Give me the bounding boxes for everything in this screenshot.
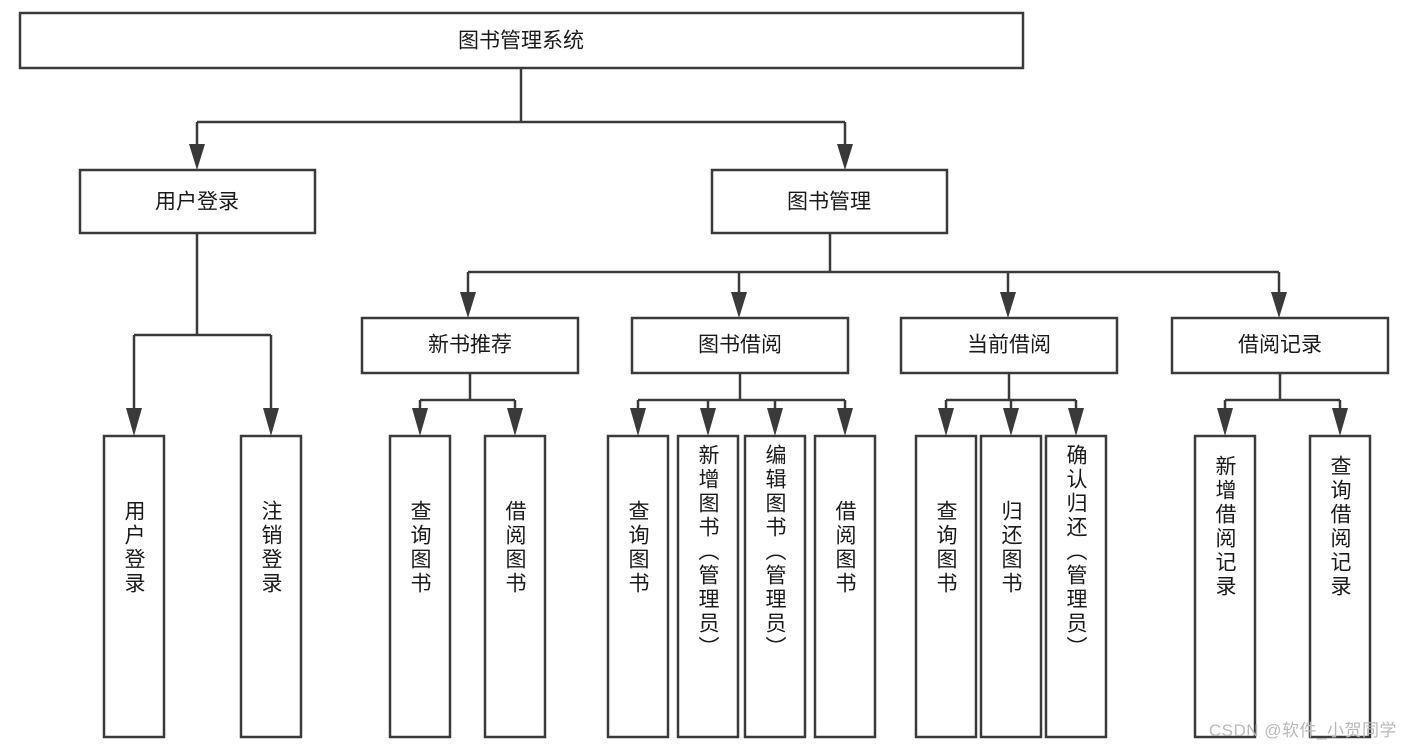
leaf-node-borrow-query[interactable] xyxy=(606,434,670,739)
node-user-login[interactable]: 用户登录 xyxy=(78,168,317,235)
arrow-head-icon xyxy=(460,292,476,318)
leaf-node-newbook-borrow[interactable] xyxy=(483,434,547,739)
arrow-head-icon xyxy=(507,408,523,436)
connector-newbook-to-leaves xyxy=(412,373,523,436)
node-current-borrow-label: 当前借阅 xyxy=(967,334,1051,357)
leaf-node-current-query[interactable] xyxy=(914,434,978,739)
leaf-node-current-return[interactable] xyxy=(979,434,1043,739)
arrow-head-icon xyxy=(263,408,279,436)
node-new-book-recommend[interactable]: 新书推荐 xyxy=(360,316,580,375)
arrow-head-icon xyxy=(412,408,428,436)
node-book-borrow[interactable]: 图书借阅 xyxy=(630,316,850,375)
leaf-node-borrow-borrowbook[interactable] xyxy=(813,434,877,739)
arrow-head-icon xyxy=(938,408,954,436)
leaf-node-record-query[interactable] xyxy=(1308,434,1372,739)
arrow-head-icon xyxy=(1068,408,1084,436)
arrow-head-icon xyxy=(1000,292,1016,318)
arrow-head-icon xyxy=(731,292,747,318)
node-book-management[interactable]: 图书管理 xyxy=(710,168,949,235)
connector-userlogin-to-leaves xyxy=(126,233,279,436)
leaf-node-user-login-logout[interactable] xyxy=(239,434,303,739)
arrow-head-icon xyxy=(767,408,783,436)
arrow-head-icon xyxy=(189,144,205,170)
connector-bookmgmt-to-level2 xyxy=(460,233,1287,318)
node-book-management-label: 图书管理 xyxy=(787,191,871,214)
leaf-node-user-login-login[interactable] xyxy=(102,434,166,739)
arrow-head-icon xyxy=(837,144,853,170)
arrow-head-icon xyxy=(1271,292,1287,318)
node-new-book-recommend-label: 新书推荐 xyxy=(428,334,512,357)
leaf-node-borrow-edit-admin[interactable] xyxy=(743,434,807,739)
arrow-head-icon xyxy=(630,408,646,436)
watermark-text: CSDN @软件_小贺同学 xyxy=(1208,721,1397,740)
connector-borrowrecord-to-leaves xyxy=(1217,373,1348,436)
node-root[interactable]: 图书管理系统 xyxy=(18,11,1025,70)
node-book-borrow-label: 图书借阅 xyxy=(698,334,782,357)
node-current-borrow[interactable]: 当前借阅 xyxy=(899,316,1119,375)
connector-currentborrow-to-leaves xyxy=(938,373,1084,436)
node-borrow-record-label: 借阅记录 xyxy=(1238,334,1322,357)
arrow-head-icon xyxy=(1332,408,1348,436)
node-user-login-label: 用户登录 xyxy=(155,191,239,214)
arrow-head-icon xyxy=(1003,408,1019,436)
leaf-node-current-confirm-admin[interactable] xyxy=(1044,434,1108,739)
arrow-head-icon xyxy=(126,408,142,436)
leaf-node-record-add[interactable] xyxy=(1193,434,1257,739)
arrow-head-icon xyxy=(837,408,853,436)
leaf-node-newbook-query[interactable] xyxy=(388,434,452,739)
node-borrow-record[interactable]: 借阅记录 xyxy=(1170,316,1390,375)
leaf-node-borrow-add-admin[interactable] xyxy=(676,434,740,739)
connector-borrowbook-to-leaves xyxy=(630,373,853,436)
connector-root-to-level1 xyxy=(189,68,853,170)
node-root-label: 图书管理系统 xyxy=(458,30,584,53)
arrow-head-icon xyxy=(1217,408,1233,436)
arrow-head-icon xyxy=(700,408,716,436)
